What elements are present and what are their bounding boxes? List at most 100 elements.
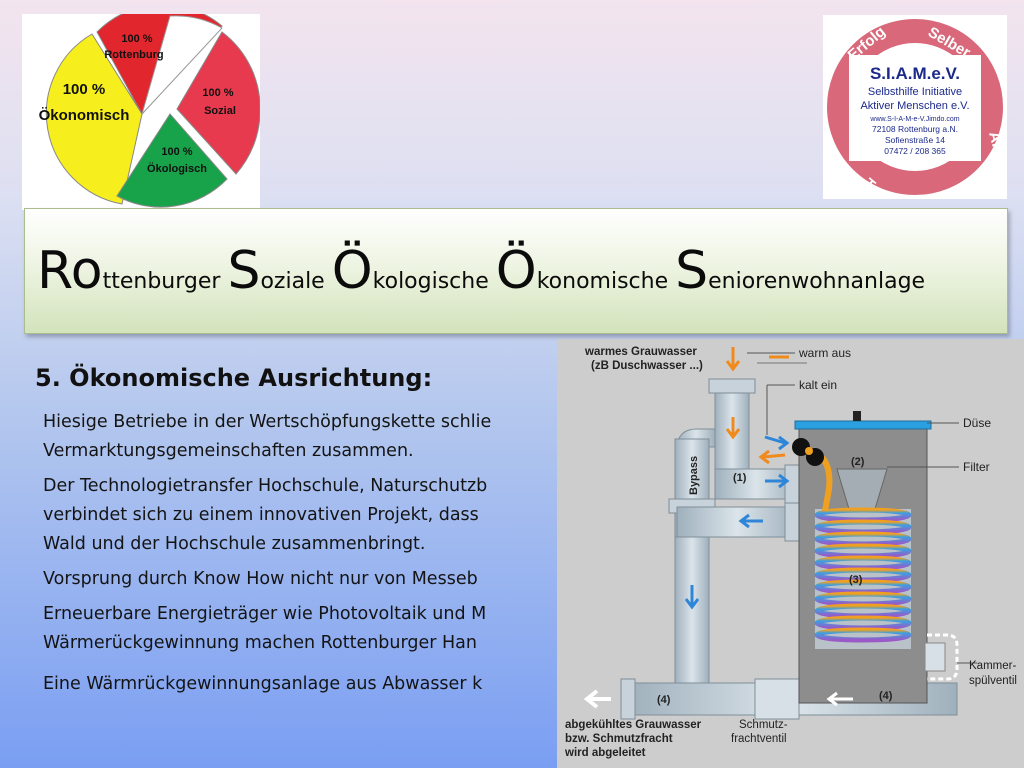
label-cooled-2: bzw. Schmutzfracht <box>565 733 673 745</box>
title-banner: Rottenburger Soziale Ökologische Ökonomi… <box>24 208 1008 334</box>
text-line: Der Technologietransfer Hochschule, Natu… <box>43 476 488 496</box>
pie-label-oekonomisch: Ökonomisch <box>39 107 130 124</box>
siam-line-4: 72108 Rottenburg a.N. <box>872 124 958 134</box>
label-warm-gray-2: (zB Duschwasser ...) <box>591 360 703 372</box>
pie-chart-graphic: 100 % Rottenburg 100 % Sozial 100 % Ökol… <box>39 3 261 208</box>
siam-ring <box>827 19 1003 195</box>
label-filter: Filter <box>963 460 990 474</box>
tank-top-cap <box>853 411 861 421</box>
paragraph-4: Erneuerbare Energieträger wie Photovolta… <box>43 600 583 658</box>
title-cap: Ö <box>331 241 373 301</box>
pie-label-rottenburg: Rottenburg <box>104 49 163 61</box>
paragraph-1: Hiesige Betriebe in der Wertschöpfungske… <box>43 408 583 466</box>
label-bypass: Bypass <box>688 456 700 495</box>
paragraph-2: Der Technologietransfer Hochschule, Natu… <box>43 472 583 559</box>
text-line: verbindet sich zu einem innovativen Proj… <box>43 505 479 525</box>
pie-label-oekonomisch-pct: 100 % <box>63 81 106 98</box>
label-cooled-1: abgekühltes Grauwasser <box>565 719 702 731</box>
label-n2: (2) <box>851 456 865 468</box>
label-n4-right: (4) <box>879 690 893 702</box>
pie-label-oekologisch-pct: 100 % <box>161 146 192 158</box>
siam-line-5: Sofienstraße 14 <box>885 135 945 145</box>
title-word-seniorenwohnanlage: Seniorenwohnanlage <box>675 241 932 301</box>
title-rest: ttenburger <box>102 269 221 294</box>
label-warm-gray-1: warmes Grauwasser <box>584 346 697 358</box>
pie-label-oekologisch: Ökologisch <box>147 162 207 175</box>
flow-arrows <box>583 347 853 709</box>
paragraph-5: Eine Wärmrückgewinnungsanlage aus Abwass… <box>43 670 583 699</box>
siam-name: S.I.A.M.e.V. <box>870 64 960 83</box>
arrow-cold-in <box>764 435 790 451</box>
dirt-valve-box <box>754 678 800 720</box>
arrow-blue-right <box>765 473 790 489</box>
label-dirt-1: Schmutz- <box>739 719 788 731</box>
chamber-valve <box>927 633 959 681</box>
arrow-outlet-left <box>583 689 611 709</box>
title-word-rottenburger: Rottenburger <box>37 241 227 301</box>
label-nozzle: Düse <box>963 416 991 430</box>
arrow-bottom-left <box>826 691 853 707</box>
title-cap: Ro <box>37 241 103 301</box>
siam-line-6: 07472 / 208 365 <box>884 146 946 156</box>
text-line: Eine Wärmrückgewinnungsanlage aus Abwass… <box>43 674 483 694</box>
pie-segment-oekologisch <box>116 113 228 208</box>
siam-inner-box <box>849 55 981 161</box>
coil-ring <box>814 627 912 643</box>
text-line: Wald und der Hochschule zusammenbringt. <box>43 534 426 554</box>
outlet-pipe-vertical <box>674 536 710 708</box>
arrow-blue-down <box>684 585 700 610</box>
text-line: Vorsprung durch Know How nicht nur von M… <box>43 569 478 589</box>
text-line: Vermarktungsgemeinschaften zusammen. <box>43 441 414 461</box>
label-cold-in: kalt ein <box>799 378 837 392</box>
heat-recovery-diagram: warmes Grauwasser (zB Duschwasser ...) w… <box>557 339 1024 768</box>
title-cap: Ö <box>495 241 537 301</box>
pie-segment-white <box>141 15 223 115</box>
chamber-valve-body <box>924 642 946 672</box>
paragraph-3: Vorsprung durch Know How nicht nur von M… <box>43 565 583 594</box>
pie-segment-oekonomisch <box>45 33 143 205</box>
label-warm-out: warm aus <box>798 346 851 360</box>
title-cap: S <box>227 241 261 301</box>
pie-label-sozial: Sozial <box>204 105 236 117</box>
heat-exchanger-coil <box>814 507 912 643</box>
title-word-oekonomische: Ökonomische <box>496 241 675 301</box>
pie-label-sozial-pct: 100 % <box>202 87 233 99</box>
siam-line-3: www.S-I-A-M-e-V.Jimdo.com <box>869 116 959 123</box>
siam-logo-graphic: Erfolg Selber Aktiv Team S.I.A.M.e.V. Se… <box>827 19 1011 213</box>
connector-collar-1 <box>784 464 800 504</box>
label-chamber-2: spülventil <box>969 675 1017 687</box>
pie-logo: 100 % Rottenburg 100 % Sozial 100 % Ökol… <box>22 3 261 210</box>
label-n3: (3) <box>849 574 863 586</box>
middle-pipe <box>676 506 798 538</box>
label-dirt-2: frachtventil <box>731 733 787 745</box>
diagram-svg: warmes Grauwasser (zB Duschwasser ...) w… <box>564 346 1017 759</box>
arrow-hot-down <box>725 417 741 440</box>
pie-label-rottenburg-pct: 100 % <box>121 33 152 45</box>
section-heading: 5. Ökonomische Ausrichtung: <box>35 364 433 392</box>
label-cooled-3: wird abgeleitet <box>564 747 646 759</box>
title-cap: S <box>675 241 709 301</box>
inlet-pipe-collar <box>708 378 756 394</box>
tank-top-plate <box>794 420 932 430</box>
text-line: Erneuerbare Energieträger wie Photovolta… <box>43 604 487 624</box>
title-rest: oziale <box>260 269 325 294</box>
label-n1: (1) <box>733 472 747 484</box>
siam-line-2: Aktiver Menschen e.V. <box>860 100 969 112</box>
title-rest: eniorenwohnanlage <box>708 269 926 294</box>
siam-line-1: Selbsthilfe Initiative <box>868 86 962 98</box>
text-line: Wärmerückgewinnung machen Rottenburger H… <box>43 633 477 653</box>
arrow-blue-left <box>738 513 763 529</box>
siam-logo: Erfolg Selber Aktiv Team S.I.A.M.e.V. Se… <box>823 15 1011 213</box>
nozzle-hot-marker <box>805 447 813 455</box>
label-n4-left: (4) <box>657 694 671 706</box>
title-word-soziale: Soziale <box>227 241 331 301</box>
arrow-hot-in <box>725 347 741 372</box>
label-chamber-1: Kammer- <box>969 660 1016 672</box>
middle-pipe-collar <box>784 502 800 542</box>
outlet-collar-left <box>620 678 636 720</box>
title-word-oekologische: Ökologische <box>332 241 496 301</box>
arrow-hot-out <box>758 449 786 465</box>
title-rest: kologische <box>372 269 489 294</box>
title-rest: konomische <box>536 269 669 294</box>
body-text: Hiesige Betriebe in der Wertschöpfungske… <box>43 408 583 768</box>
